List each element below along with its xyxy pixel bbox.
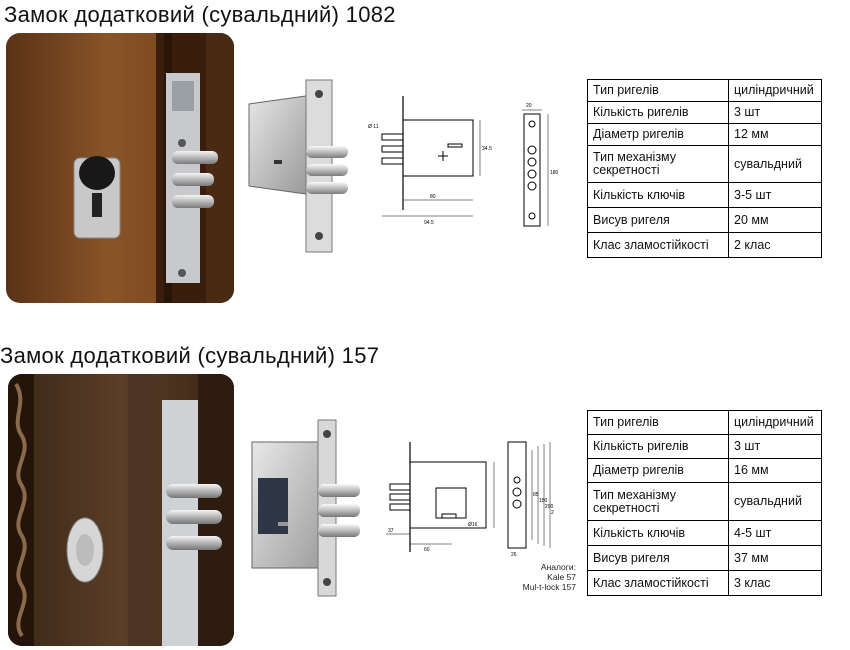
spec-value: 37 мм <box>728 545 822 571</box>
table-row: Висув ригеля 20 мм <box>587 207 822 233</box>
table-row: Діаметр ригелів 12 мм <box>587 123 822 146</box>
analogs-heading: Аналоги: <box>540 562 576 572</box>
spec-value: сувальдний <box>728 145 822 183</box>
dim-label: 34.5 <box>482 146 492 152</box>
spec-value: 3-5 шт <box>728 182 822 208</box>
spec-value: 20 мм <box>728 207 822 233</box>
table-row: Тип механізму секретності сувальдний <box>587 145 822 183</box>
section2-specs-table: Тип ригелів циліндричний Кількість ригел… <box>587 410 822 596</box>
section2-technical-drawing-front: 26 85 150 200 220 <box>506 440 560 558</box>
table-row: Тип ригелів циліндричний <box>587 79 822 102</box>
dim-label: 180 <box>550 170 559 176</box>
spec-value: сувальдний <box>728 482 822 521</box>
spec-value: 4-5 шт <box>728 520 822 546</box>
dim-label: 85 <box>533 492 539 498</box>
spec-label: Висув ригеля <box>587 207 729 233</box>
table-row: Тип ригелів циліндричний <box>587 410 822 435</box>
spec-value: циліндричний <box>728 79 822 102</box>
section1-door-photo <box>6 33 234 303</box>
spec-label: Висув ригеля <box>587 545 729 571</box>
table-row: Клас зламостійкості 3 клас <box>587 570 822 596</box>
spec-label: Тип механізму секретності <box>587 482 729 521</box>
dim-label: 20 <box>526 103 532 109</box>
analog-item: Kale 57 <box>547 572 576 582</box>
dim-label: Ø 11 <box>368 124 379 130</box>
table-row: Кількість ригелів 3 шт <box>587 101 822 124</box>
analogs-note: Аналоги: Kale 57 Mul-t-lock 157 <box>480 562 576 592</box>
spec-value: 3 клас <box>728 570 822 596</box>
spec-label: Тип ригелів <box>587 79 729 102</box>
table-row: Висув ригеля 37 мм <box>587 545 822 571</box>
spec-label: Кількість ключів <box>587 520 729 546</box>
section2-title: Замок додатковий (сувальдний) 157 <box>0 343 380 368</box>
table-row: Кількість ключів 4-5 шт <box>587 520 822 546</box>
spec-value: 16 мм <box>728 458 822 483</box>
spec-label: Клас зламостійкості <box>587 570 729 596</box>
spec-label: Тип механізму секретності <box>587 145 729 183</box>
section2-technical-drawing-side: 37 60 Ø16 <box>380 440 500 560</box>
dim-label: 80 <box>430 194 436 200</box>
analog-item: Mul-t-lock 157 <box>522 582 576 592</box>
section2-door-photo <box>8 374 234 646</box>
dim-label: Ø16 <box>468 522 478 528</box>
spec-value: 2 клас <box>728 232 822 258</box>
dim-label: 220 <box>551 510 554 516</box>
deadbolt-lock-image <box>248 418 364 598</box>
dim-label: 94.5 <box>424 220 434 226</box>
table-row: Клас зламостійкості 2 клас <box>587 232 822 258</box>
spec-value: 3 шт <box>728 101 822 124</box>
section1-specs-table: Тип ригелів циліндричний Кількість ригел… <box>587 79 822 258</box>
dim-label: 200 <box>545 504 554 510</box>
spec-label: Клас зламостійкості <box>587 232 729 258</box>
dim-label: 26 <box>511 552 517 558</box>
section1-title: Замок додатковий (сувальдний) 1082 <box>4 2 396 27</box>
spec-label: Діаметр ригелів <box>587 458 729 483</box>
table-row: Кількість ригелів 3 шт <box>587 434 822 459</box>
table-row: Кількість ключів 3-5 шт <box>587 182 822 208</box>
spec-value: 3 шт <box>728 434 822 459</box>
spec-label: Кількість ригелів <box>587 434 729 459</box>
dim-label: 150 <box>539 498 548 504</box>
dim-label: 60 <box>424 547 430 553</box>
spec-label: Кількість ключів <box>587 182 729 208</box>
section1-technical-drawing-front: 20 180 <box>512 96 572 236</box>
spec-value: 12 мм <box>728 123 822 146</box>
dim-label: 37 <box>388 528 394 534</box>
spec-label: Діаметр ригелів <box>587 123 729 146</box>
spec-label: Тип ригелів <box>587 410 729 435</box>
spec-value: циліндричний <box>728 410 822 435</box>
spec-label: Кількість ригелів <box>587 101 729 124</box>
table-row: Тип механізму секретності сувальдний <box>587 482 822 521</box>
deadbolt-lock-image <box>244 76 364 254</box>
section1-technical-drawing-side: Ø 11 34.5 80 94.5 <box>368 92 496 232</box>
table-row: Діаметр ригелів 16 мм <box>587 458 822 483</box>
